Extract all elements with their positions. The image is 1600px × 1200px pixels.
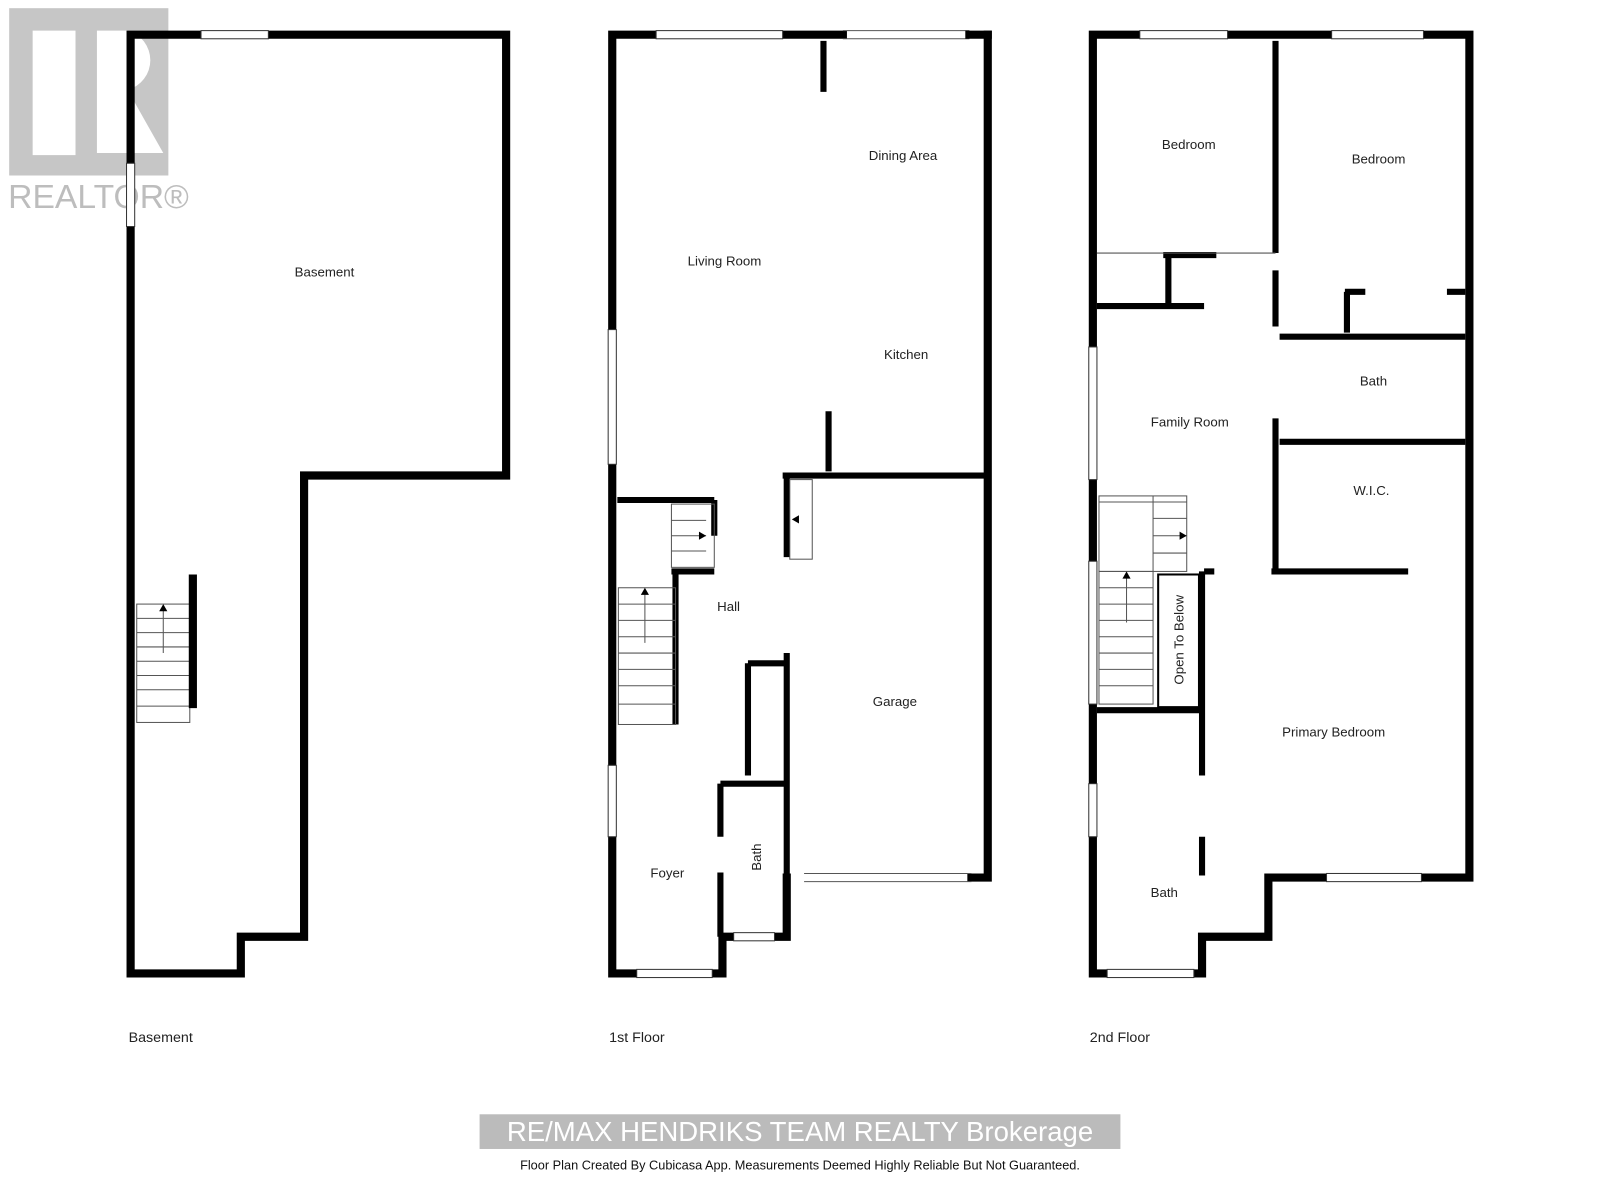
room-label: Bedroom (1352, 151, 1406, 166)
stairs (617, 479, 813, 725)
room-label: W.I.C. (1353, 483, 1389, 498)
room-label: Bath (1151, 885, 1178, 900)
room-label: Foyer (650, 866, 684, 881)
floor-caption-basement: Basement (129, 1030, 193, 1046)
watermark-band (479, 1114, 1121, 1149)
room-label: Dining Area (869, 148, 938, 163)
room-label: Garage (873, 694, 917, 709)
brokerage-watermark: RE/MAX HENDRIKS TEAM REALTY Brokerage (507, 1116, 1093, 1147)
room-label: Basement (295, 265, 355, 280)
floor-caption-1st: 1st Floor (609, 1030, 665, 1046)
footer-disclaimer: Floor Plan Created By Cubicasa App. Meas… (520, 1157, 1080, 1172)
room-label: Bath (1360, 374, 1387, 389)
room-label: Kitchen (884, 347, 928, 362)
room-label: Open To Below (1172, 595, 1187, 685)
realtor-logo: REALTOR® (8, 8, 189, 216)
open-to-below-area (1157, 573, 1200, 709)
room-label: Primary Bedroom (1282, 725, 1385, 740)
room-label: Hall (717, 599, 740, 614)
stairs (136, 603, 191, 723)
room-label: Family Room (1151, 415, 1229, 430)
room-label: Bath (749, 844, 764, 871)
first-floor-plan: Dining Area Living Room Kitchen Hall Gar… (607, 30, 992, 979)
room-label: Bedroom (1162, 137, 1216, 152)
room-label: Living Room (688, 253, 762, 268)
realtor-logo-text: REALTOR® (8, 179, 189, 216)
basement-plan: Basement (126, 30, 511, 978)
second-floor-plan: Open To Below Bedroom Bedroom Family Roo… (1088, 30, 1474, 979)
stairs (1098, 495, 1188, 705)
floor-caption-2nd: 2nd Floor (1090, 1030, 1151, 1046)
